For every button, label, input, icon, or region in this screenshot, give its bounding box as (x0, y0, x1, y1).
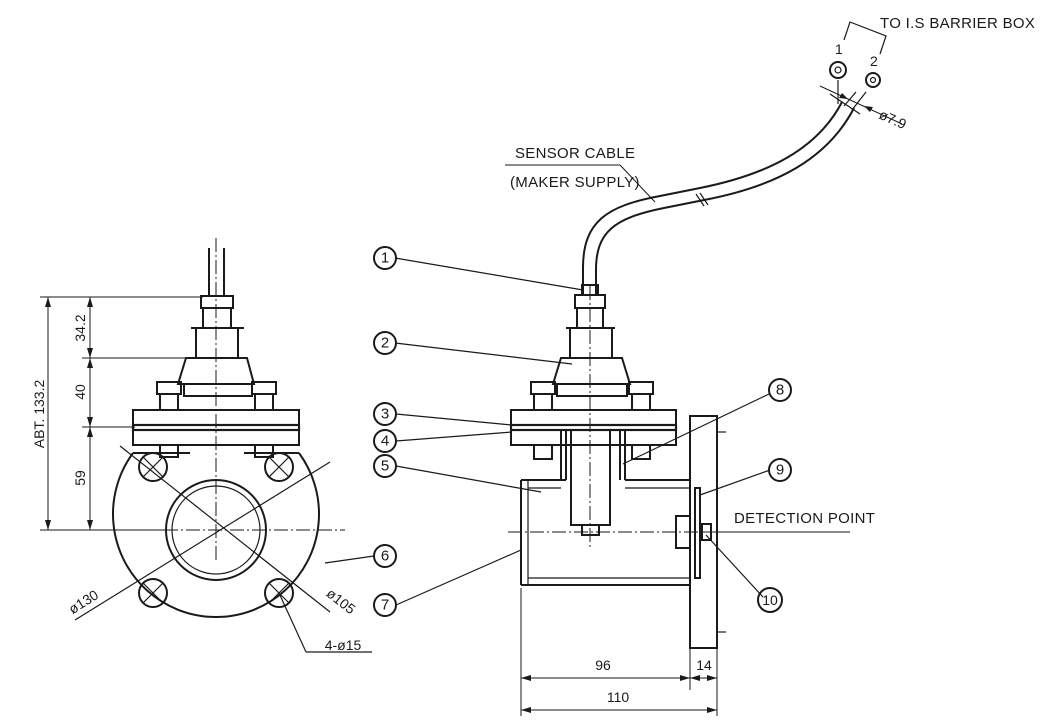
sensor-cable-label: SENSOR CABLE (515, 145, 635, 162)
dim-59: 59 (72, 470, 88, 486)
dim-14: 14 (696, 657, 712, 673)
balloon-1-number: 1 (381, 250, 389, 267)
bolt-hole-2 (264, 452, 294, 482)
dim-40: 40 (72, 384, 88, 400)
dim-105: ø105 (324, 585, 359, 617)
balloon-8: 8 (768, 378, 792, 402)
bolt-hole-1 (138, 452, 168, 482)
balloon-7-number: 7 (381, 597, 389, 614)
balloon-9: 9 (768, 458, 792, 482)
dim-holes: 4-ø15 (325, 637, 362, 653)
balloon-5-number: 5 (381, 458, 389, 475)
label-to-barrier: TO I.S BARRIER BOX (880, 15, 1035, 32)
balloon-10: 10 (757, 587, 783, 613)
detection-point-label: DETECTION POINT (734, 510, 875, 527)
balloon-6-number: 6 (381, 548, 389, 565)
dim-96: 96 (595, 657, 611, 673)
balloon-7: 7 (373, 593, 397, 617)
dim-130: ø130 (66, 586, 102, 617)
balloon-4: 4 (373, 429, 397, 453)
dim-110: 110 (607, 689, 630, 705)
balloon-10-number: 10 (762, 592, 778, 608)
balloon-2: 2 (373, 331, 397, 355)
balloon-6: 6 (373, 544, 397, 568)
front-view-dimensions (40, 296, 203, 531)
dim-34: 34.2 (72, 314, 88, 341)
cable-diameter-label: ø7.9 (877, 106, 909, 132)
wire-2-label: 2 (870, 53, 878, 69)
front-view (74, 238, 372, 653)
side-view (508, 21, 903, 649)
dim-abt-133: ABT. 133.2 (31, 380, 47, 449)
wire-1-label: 1 (835, 41, 843, 57)
balloon-1: 1 (373, 246, 397, 270)
balloon-3-number: 3 (381, 406, 389, 423)
maker-supply-label: (MAKER SUPPLY) (510, 174, 640, 191)
balloon-3: 3 (373, 402, 397, 426)
balloon-8-number: 8 (776, 382, 784, 399)
balloon-9-number: 9 (776, 462, 784, 479)
balloon-5: 5 (373, 454, 397, 478)
balloon-leaders (324, 257, 771, 606)
bolt-hole-3 (138, 578, 168, 608)
side-view-dimensions (520, 531, 850, 716)
balloon-4-number: 4 (381, 433, 389, 450)
balloon-2-number: 2 (381, 335, 389, 352)
